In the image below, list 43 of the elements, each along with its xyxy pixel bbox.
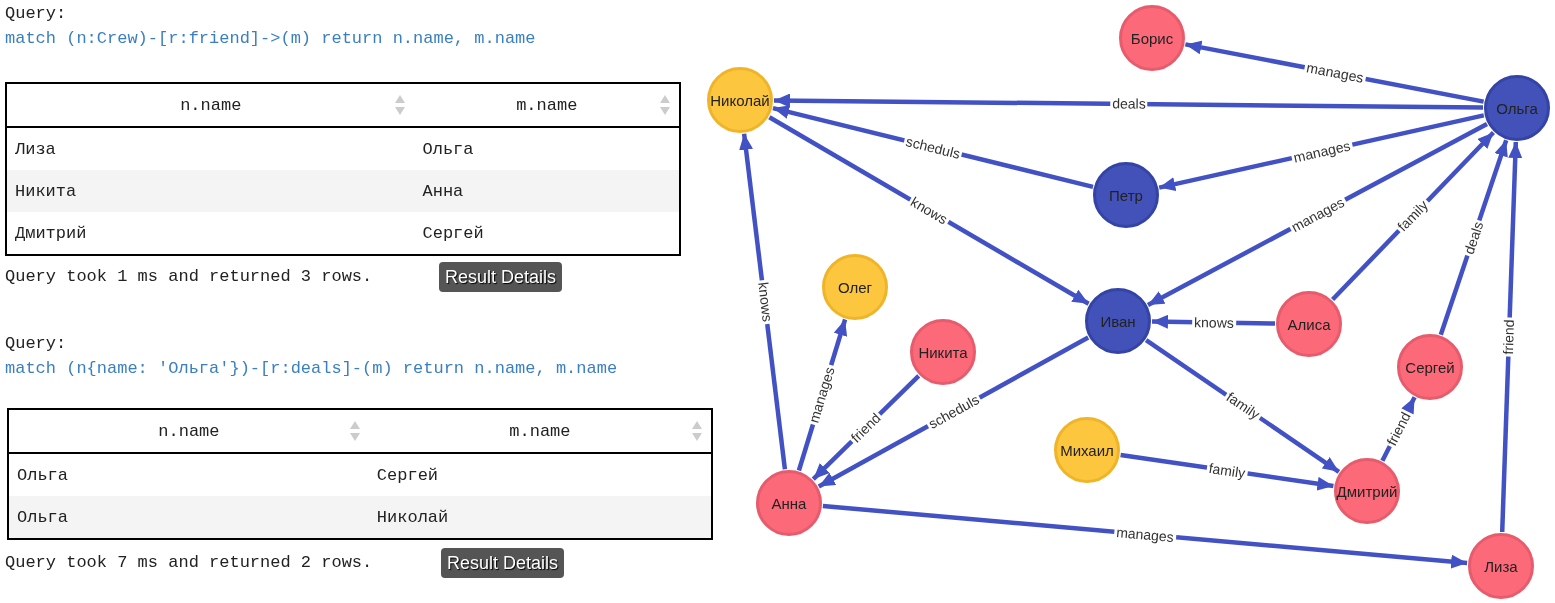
edge-label: knows: [1191, 314, 1236, 331]
query-code: match (n:Crew)-[r:friend]->(m) return n.name, m.name: [5, 29, 536, 48]
column-header: m.name: [516, 95, 578, 115]
arrow: [822, 503, 1468, 569]
column-header: n.name: [180, 95, 242, 115]
node-circle: Сергей: [1397, 334, 1463, 400]
table-cell: Сергей: [368, 453, 712, 496]
query-code: match (n{name: 'Ольга'})-[r:deals]-(m) return n.name, m.name: [5, 359, 618, 378]
node-circle: Иван: [1085, 288, 1151, 354]
node-circle: Петр: [1093, 162, 1159, 228]
table-cell: Ольга: [414, 127, 680, 170]
edge-label: family: [1205, 460, 1249, 481]
result-details-button: Result Details: [441, 548, 565, 578]
node-circle: Михаил: [1054, 417, 1120, 483]
table-cell: Никита: [6, 170, 415, 212]
table-cell: Анна: [414, 170, 680, 212]
node-circle: Борис: [1119, 5, 1185, 71]
node-circle: Дмитрий: [1334, 458, 1400, 524]
table-cell: Дмитрий: [6, 212, 415, 255]
node-circle: Лиза: [1468, 533, 1534, 599]
arrow: [739, 133, 788, 470]
query-label: Query:: [5, 4, 67, 23]
column-header: n.name: [158, 421, 220, 441]
arrow: [768, 115, 1090, 306]
node-circle: Никита: [910, 319, 976, 385]
arrow: [773, 93, 1484, 110]
column-header: m.name: [509, 421, 571, 441]
query-status: Query took 7 ms and returned 2 rows.: [5, 553, 373, 572]
table-cell: Лиза: [6, 127, 415, 170]
edge-label: deals: [1109, 96, 1148, 112]
arrow: [1499, 141, 1523, 533]
node-circle: Олег: [822, 254, 888, 320]
table-cell: Ольга: [8, 496, 369, 539]
query-status: Query took 1 ms and returned 3 rows.: [5, 267, 373, 286]
query-label: Query:: [5, 334, 67, 353]
table-cell: Сергей: [414, 212, 680, 255]
node-circle: Николай: [707, 67, 773, 133]
node-circle: Анна: [756, 470, 822, 536]
node-circle: Алиса: [1276, 291, 1342, 357]
node-circle: Ольга: [1484, 75, 1550, 141]
table-cell: Николай: [368, 496, 712, 539]
result-details-button: Result Details: [439, 262, 563, 292]
table-cell: Ольга: [8, 453, 369, 496]
